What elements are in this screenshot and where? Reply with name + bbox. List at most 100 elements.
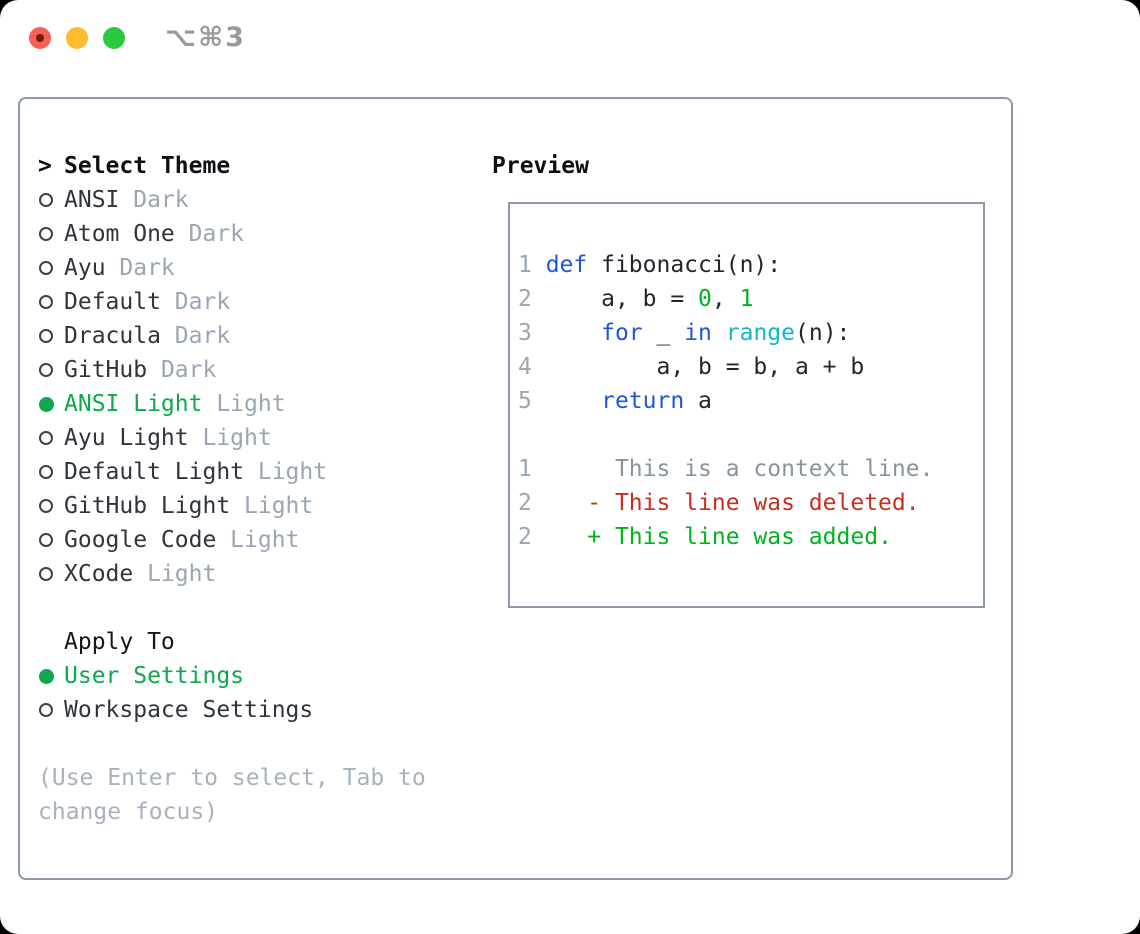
theme-option-ayu-light[interactable]: Ayu Light Light [38, 421, 488, 455]
line-number: 1 [518, 456, 532, 482]
zoom-button-icon[interactable] [103, 26, 125, 49]
theme-variant-badge: Dark [105, 255, 175, 281]
theme-option-github[interactable]: GitHub Dark [38, 353, 488, 387]
code-token-default: fibonacci(n): [587, 252, 782, 278]
code-token-default: _ [642, 320, 685, 346]
theme-variant-badge: Light [230, 493, 314, 519]
theme-option-ansi[interactable]: ANSI Dark [38, 183, 488, 217]
theme-variant-badge: Light [188, 425, 272, 451]
code-token-number: 0 [698, 286, 712, 312]
diff-line-added: 2 + This line was added. [518, 520, 983, 554]
radio-cell [38, 295, 64, 309]
code-line: 4 a, b = b, a + b [518, 350, 983, 384]
theme-option-label: Ayu [64, 255, 106, 281]
code-token-number: 1 [739, 286, 754, 312]
radio-cell [38, 533, 64, 547]
line-number: 4 [518, 354, 532, 380]
theme-option-ansi-light[interactable]: ANSI Light Light [38, 387, 488, 421]
radio-unselected-icon [39, 261, 53, 275]
radio-unselected-icon [39, 703, 53, 717]
radio-selected-icon [39, 396, 54, 412]
radio-unselected-icon [39, 295, 53, 309]
code-token-default: a, b = [545, 286, 699, 312]
theme-option-github-light[interactable]: GitHub Light Light [38, 489, 488, 523]
radio-unselected-icon [39, 567, 53, 581]
radio-cell [38, 193, 64, 207]
theme-variant-badge: Light [244, 459, 328, 485]
theme-option-label: ANSI Light [64, 391, 203, 417]
theme-variant-badge: Dark [119, 187, 189, 213]
theme-option-label: ANSI [64, 187, 120, 213]
radio-cell [38, 261, 64, 275]
theme-option-label: Default [64, 289, 161, 315]
radio-unselected-icon [39, 363, 53, 377]
theme-option-label: Ayu Light [64, 425, 189, 451]
keyboard-hint-line: (Use Enter to select, Tab to [38, 765, 426, 791]
radio-cell [38, 363, 64, 377]
line-number: 1 [518, 252, 532, 278]
diff-line-context: 1 This is a context line. [518, 452, 983, 486]
theme-option-label: Atom One [64, 221, 175, 247]
radio-cell [38, 499, 64, 513]
line-number: 2 [518, 524, 532, 550]
select-theme-header: > Select Theme [38, 149, 488, 183]
select-theme-title: Select Theme [64, 153, 231, 179]
close-button-icon[interactable] [29, 26, 51, 49]
cursor-arrow-icon: > [38, 153, 52, 179]
theme-option-label: XCode [64, 561, 134, 587]
line-number: 3 [518, 320, 532, 346]
code-token-keyword: for [601, 320, 643, 346]
radio-unselected-icon [39, 227, 53, 241]
apply-to-header-row: Apply To [38, 625, 488, 659]
theme-option-label: Google Code [64, 527, 217, 553]
theme-option-xcode[interactable]: XCode Light [38, 557, 488, 591]
minimize-button-icon[interactable] [66, 26, 88, 49]
theme-option-google-code[interactable]: Google Code Light [38, 523, 488, 557]
theme-option-default[interactable]: Default Dark [38, 285, 488, 319]
keyboard-hint-line: change focus) [38, 799, 219, 825]
theme-variant-badge: Dark [160, 323, 231, 349]
cursor-prefix-cell: > [38, 153, 64, 179]
apply-option-user-settings[interactable]: User Settings [38, 659, 488, 693]
diff-block: 1 This is a context line.2 - This line w… [518, 452, 983, 554]
theme-option-ayu[interactable]: Ayu Dark [38, 251, 488, 285]
code-token-default: a, b = b, a + b [545, 354, 865, 380]
code-token-default [546, 320, 601, 346]
theme-option-default-light[interactable]: Default Light Light [38, 455, 488, 489]
theme-option-atom-one[interactable]: Atom One Dark [38, 217, 488, 251]
code-line: 2 a, b = 0, 1 [518, 282, 983, 316]
code-token-default: (n): [795, 320, 851, 346]
radio-cell [38, 465, 64, 479]
theme-option-label: Dracula [64, 323, 161, 349]
theme-option-dracula[interactable]: Dracula Dark [38, 319, 488, 353]
theme-variant-badge: Dark [174, 221, 245, 247]
window-title-shortcut: ⌥⌘3 [165, 22, 246, 53]
radio-unselected-icon [39, 499, 53, 513]
code-token-default: a [684, 388, 712, 414]
code-token-default [546, 388, 601, 414]
theme-option-label: Default Light [64, 459, 245, 485]
code-token-builtin: range [725, 320, 795, 346]
theme-variant-badge: Light [133, 561, 217, 587]
apply-option-workspace-settings[interactable]: Workspace Settings [38, 693, 488, 727]
spacer-row [38, 591, 488, 625]
theme-variant-badge: Light [216, 527, 300, 553]
diff-text: + This line was added. [545, 524, 892, 550]
titlebar: ⌥⌘3 [0, 0, 1140, 75]
keyboard-hint: (Use Enter to select, Tab to change focus… [38, 761, 426, 829]
radio-unselected-icon [39, 431, 53, 445]
radio-unselected-icon [39, 533, 53, 547]
line-number: 2 [518, 286, 532, 312]
line-number: 2 [518, 490, 532, 516]
line-number: 5 [518, 388, 532, 414]
apply-option-label: User Settings [64, 663, 245, 689]
traffic-lights [29, 26, 125, 49]
radio-cell [38, 567, 64, 581]
